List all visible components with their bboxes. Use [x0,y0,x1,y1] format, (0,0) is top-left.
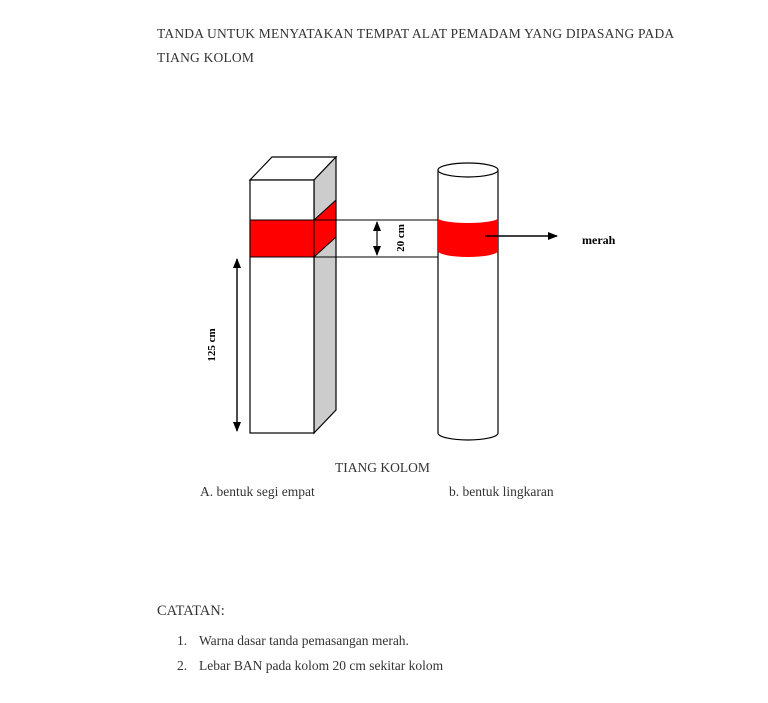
note-item: 2. Lebar BAN pada kolom 20 cm sekitar kol… [177,653,443,678]
square-column-front-face [249,179,315,434]
note-text: Lebar BAN pada kolom 20 cm sekitar kolom [199,658,444,673]
note-text: Warna dasar tanda pemasangan merah. [199,633,409,648]
square-column [248,155,338,435]
height-label: 125 cm [206,328,218,361]
note-number: 1. [177,633,188,648]
square-column-red-band-front [249,219,315,258]
figure-caption: TIANG KOLOM [335,460,430,475]
round-column-red-band [438,218,498,257]
note-number: 2. [177,658,188,673]
caption-circle-form: b. bentuk lingkaran [449,484,554,499]
round-column-body [437,170,499,441]
round-column-top [437,162,499,178]
caption-square-form: A. bentuk segi empat [200,484,315,499]
note-item: 1. Warna dasar tanda pemasangan merah. [177,628,443,653]
square-column-red-band-side [313,198,337,259]
notes-title: CATATAN: [157,603,225,619]
notes-list: 1. Warna dasar tanda pemasangan merah. 2.… [177,628,443,678]
band-width-label: 20 cm [395,224,407,252]
color-label: merah [582,233,616,247]
round-column [437,162,499,441]
square-column-side-face [313,155,337,435]
page-title: TANDA UNTUK MENYATAKAN TEMPAT ALAT PEMAD… [157,26,674,65]
